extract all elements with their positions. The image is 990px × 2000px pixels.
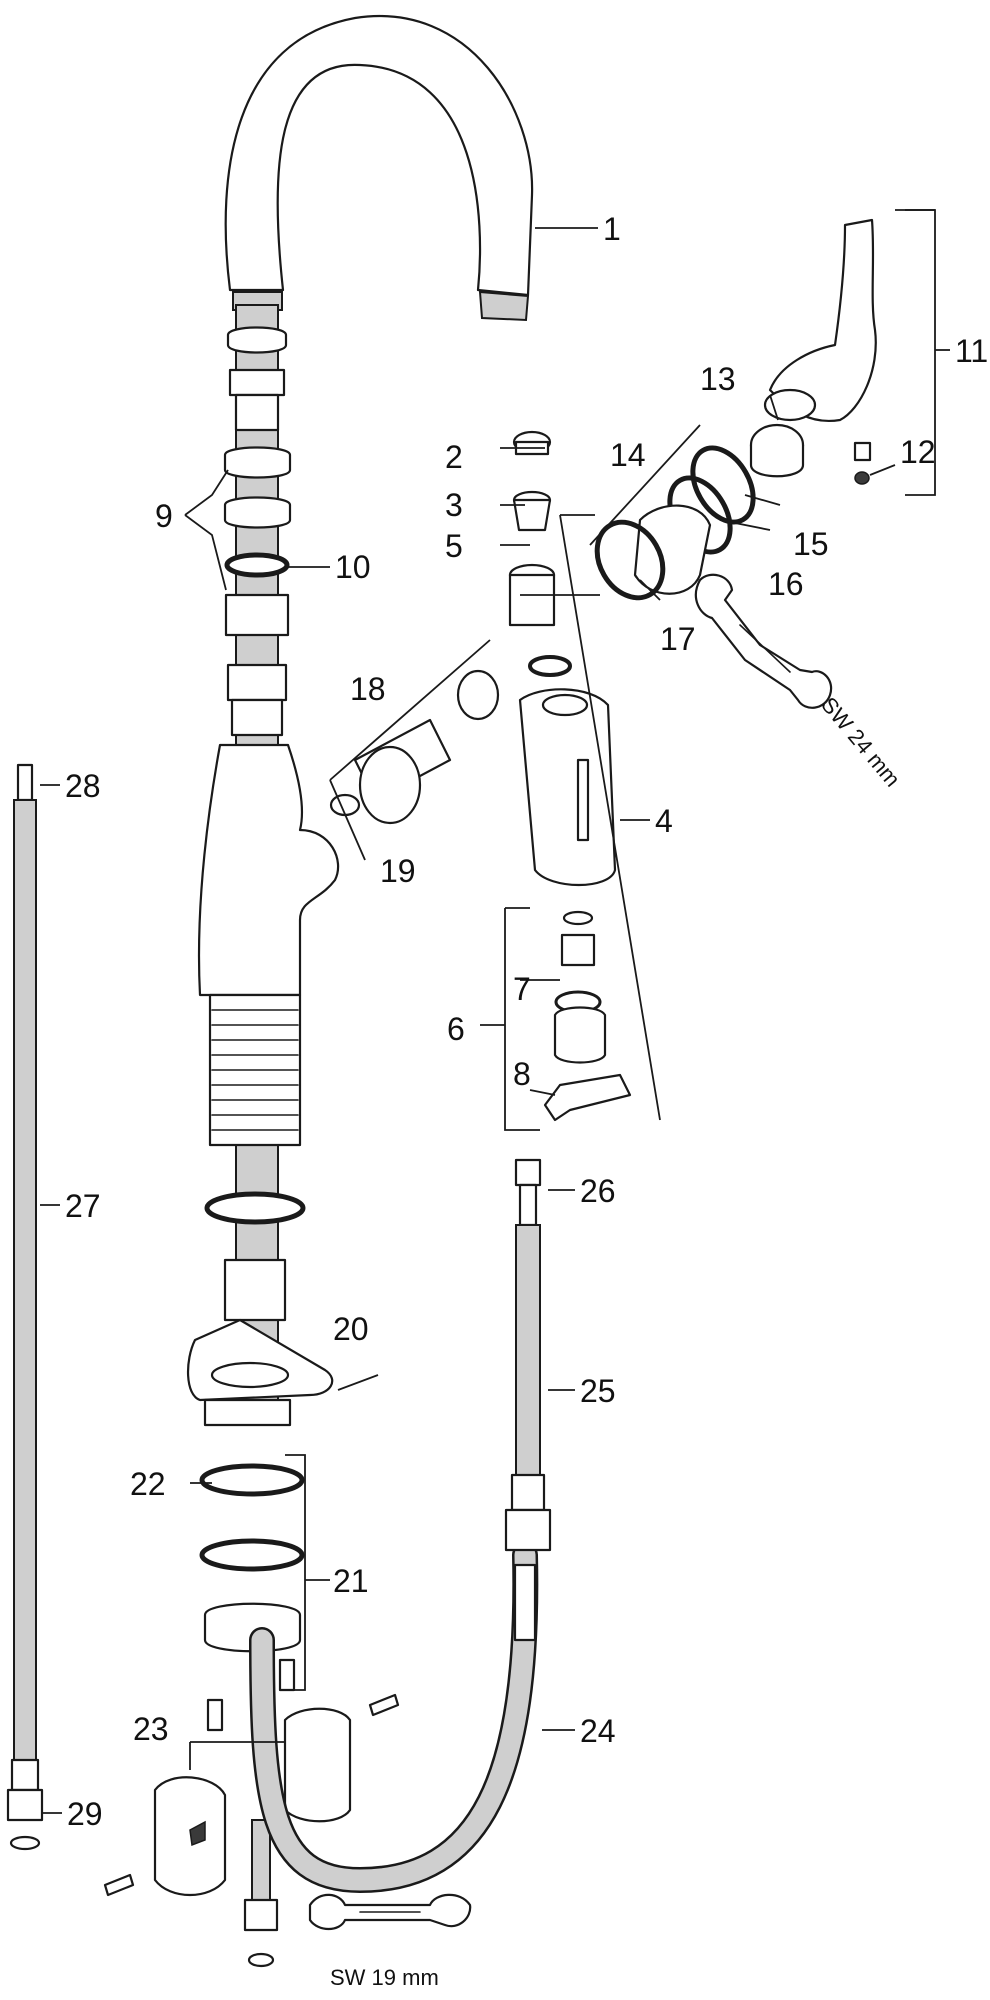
label-part-16: 16 <box>768 566 804 602</box>
label-part-18: 18 <box>350 671 386 707</box>
label-part-7: 7 <box>513 971 531 1007</box>
wrench-small-icon <box>308 1893 472 1931</box>
label-part-15: 15 <box>793 526 829 562</box>
supply-hose-part <box>504 1158 552 1552</box>
label-part-21: 21 <box>333 1563 369 1599</box>
label-part-17: 17 <box>660 621 696 657</box>
handle-part <box>763 218 877 485</box>
part-labels: 1 2 3 4 5 6 7 8 9 10 11 12 13 14 15 16 1… <box>65 211 988 1990</box>
label-part-23: 23 <box>133 1711 169 1747</box>
hose-connector <box>226 663 288 737</box>
faucet-body <box>186 743 340 1427</box>
label-part-3: 3 <box>445 487 463 523</box>
label-part-8: 8 <box>513 1056 531 1092</box>
label-part-13: 13 <box>700 361 736 397</box>
label-part-1: 1 <box>603 211 621 247</box>
label-part-9: 9 <box>155 498 173 534</box>
outlet-connector <box>243 1819 279 1968</box>
label-part-28: 28 <box>65 768 101 804</box>
label-part-10: 10 <box>335 549 371 585</box>
cartridge-part <box>329 669 500 825</box>
label-part-2: 2 <box>445 439 463 475</box>
label-part-29: 29 <box>67 1796 103 1832</box>
label-part-26: 26 <box>580 1173 616 1209</box>
handle-ring-part <box>749 423 805 478</box>
hose-clips-part <box>223 326 292 637</box>
label-part-24: 24 <box>580 1713 616 1749</box>
label-part-19: 19 <box>380 853 416 889</box>
wrench-small-label: SW 19 mm <box>330 1965 439 1990</box>
spray-head-assembly <box>508 430 632 1122</box>
label-part-27: 27 <box>65 1188 101 1224</box>
leader-lines <box>40 209 950 1814</box>
label-part-14: 14 <box>610 437 646 473</box>
clamp-halves <box>103 1693 400 1897</box>
label-part-6: 6 <box>447 1011 465 1047</box>
label-part-4: 4 <box>655 803 673 839</box>
label-part-12: 12 <box>900 434 936 470</box>
inlet-hose-part <box>6 763 44 1851</box>
label-part-25: 25 <box>580 1373 616 1409</box>
label-part-5: 5 <box>445 528 463 564</box>
label-part-11: 11 <box>955 333 988 369</box>
mounting-rings <box>199 1463 305 1732</box>
label-part-22: 22 <box>130 1466 166 1502</box>
spout-part <box>224 15 534 322</box>
flexible-hose-part <box>249 1542 539 1894</box>
wrench-large-label: SW 24 mm <box>816 692 905 791</box>
orings-part <box>594 445 756 601</box>
wrench-large-icon <box>694 573 833 709</box>
label-part-20: 20 <box>333 1311 369 1347</box>
